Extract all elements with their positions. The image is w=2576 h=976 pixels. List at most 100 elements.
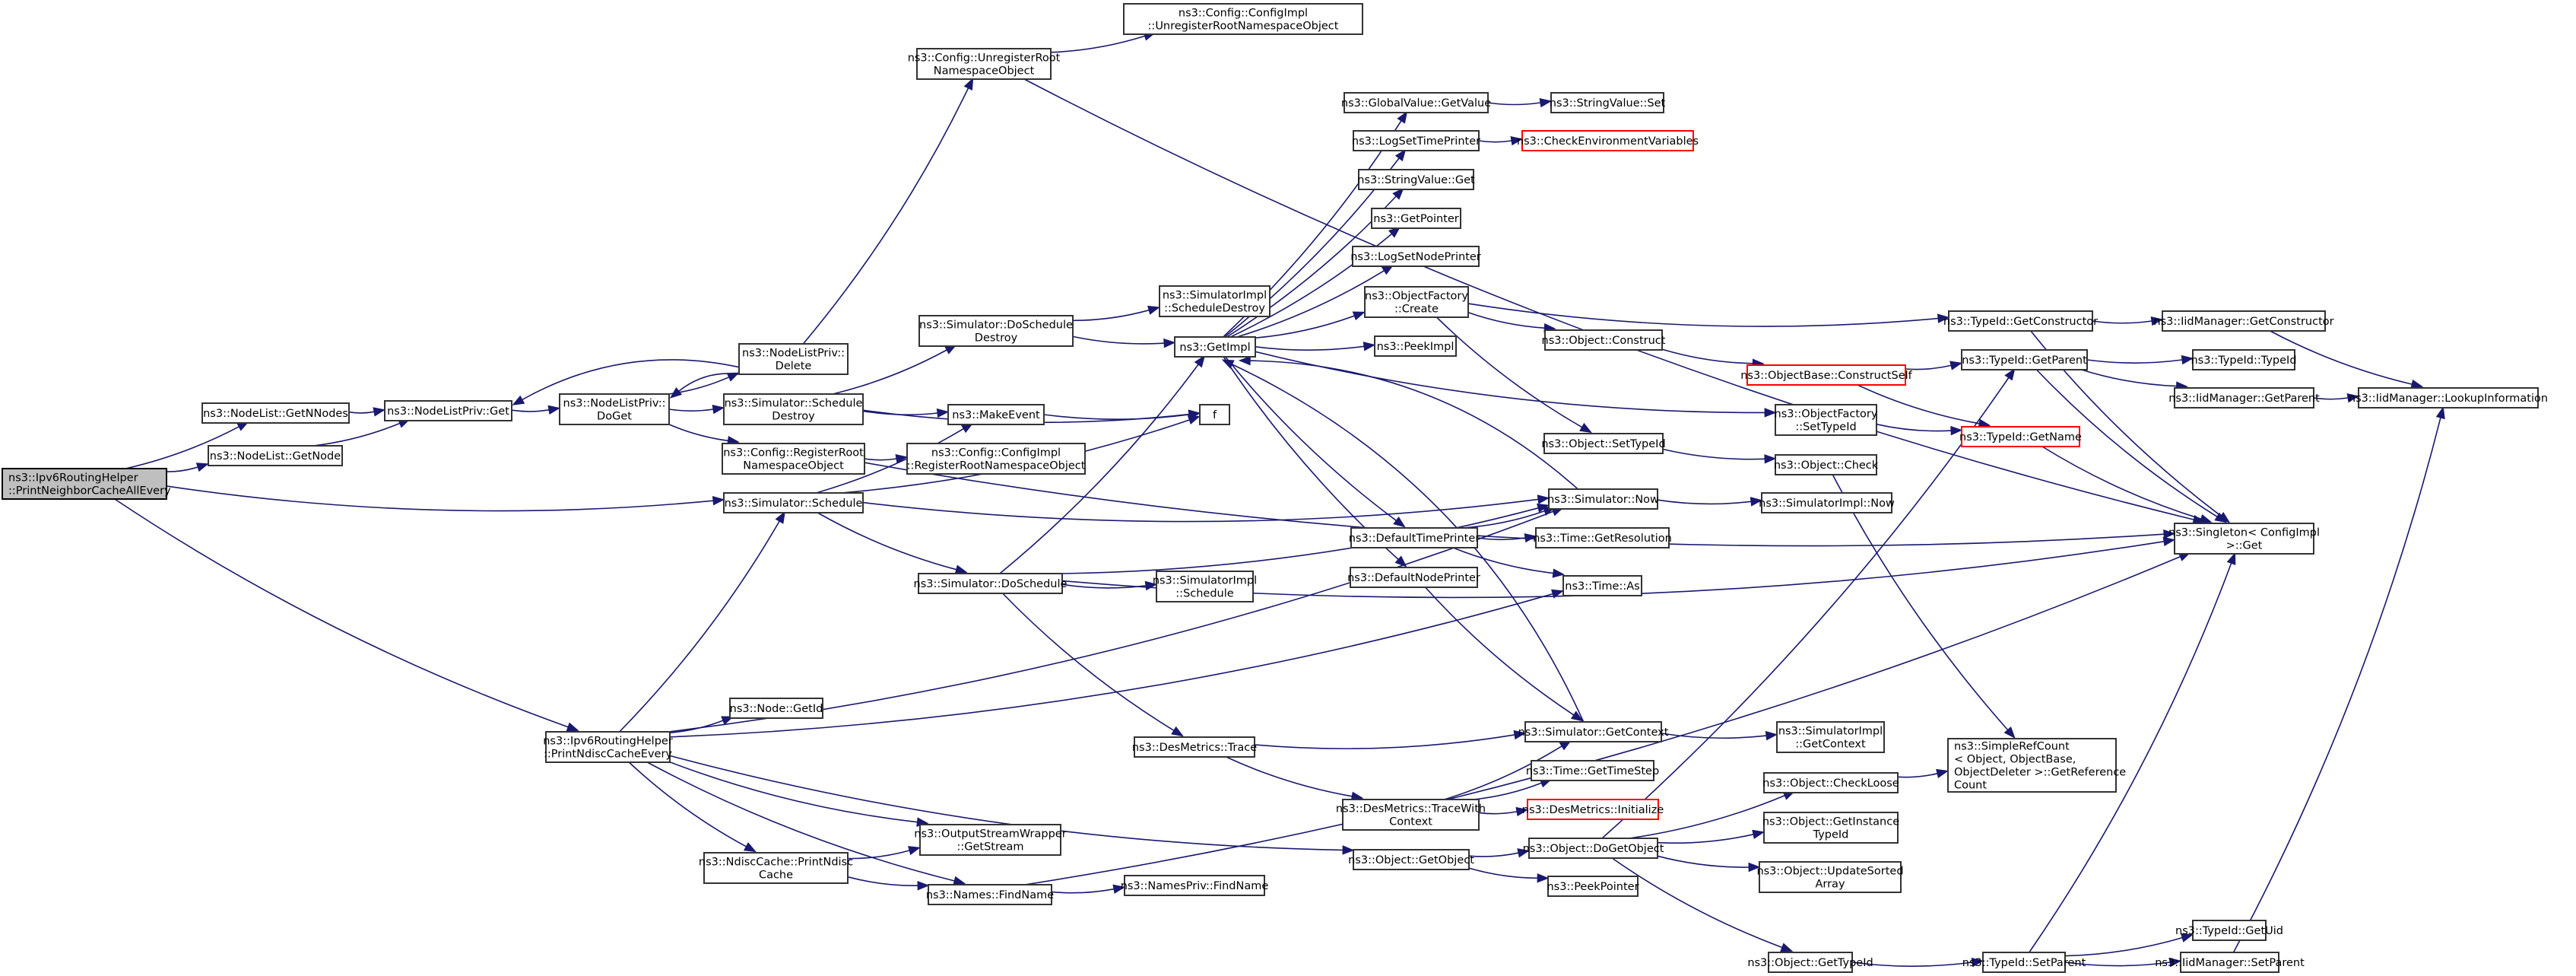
edge-line — [1601, 377, 2010, 839]
node-ns3-iidmanager-getparent[interactable]: ns3::IidManager::GetParent — [2168, 387, 2320, 409]
edge-line — [1255, 345, 1365, 351]
node-ns3-ndisccache-printndisccache[interactable]: ns3::NdiscCache::PrintNdiscCache — [699, 852, 853, 884]
node-ns3-defaulttimeprinter[interactable]: ns3::DefaultTimePrinter — [1349, 527, 1480, 548]
node-ns3-simulatorimpl-getcontext[interactable]: ns3::SimulatorImpl::GetContext — [1776, 721, 1885, 753]
node-ns3-ipv6routinghelper-printndisccacheevery[interactable]: ns3::Ipv6RoutingHelper::PrintNdiscCacheE… — [543, 731, 673, 763]
edge-line — [166, 485, 714, 512]
node-ns3-node-getid[interactable]: ns3::Node::GetId — [729, 698, 823, 719]
node-ns3-time-as[interactable]: ns3::Time::As — [1562, 575, 1642, 596]
node-ns3-simulatorimpl-schedule[interactable]: ns3::SimulatorImpl::Schedule — [1153, 571, 1257, 602]
node-ns3-simulator-doschedule[interactable]: ns3::Simulator::DoSchedule — [914, 573, 1068, 594]
node-ns3-namespriv-findname[interactable]: ns3::NamesPriv::FindName — [1121, 875, 1269, 896]
node-ns3-defaultnodeprinter[interactable]: ns3::DefaultNodePrinter — [1347, 567, 1480, 588]
node-ns3-simulatorimpl-scheduledestroy[interactable]: ns3::SimulatorImpl::ScheduleDestroy — [1159, 285, 1271, 317]
node-ns3-desmetrics-initialize[interactable]: ns3::DesMetrics::Initialize — [1522, 799, 1664, 820]
node-ns3-ipv6routinghelper-printneighborcacheallevery[interactable]: ns3::Ipv6RoutingHelper::PrintNeighborCac… — [2, 468, 171, 500]
node-ns3-time-getresolution[interactable]: ns3::Time::GetResolution — [1533, 527, 1672, 548]
arrowhead-icon — [712, 404, 725, 415]
node-ns3-objectbase-constructself[interactable]: ns3::ObjectBase::ConstructSelf — [1740, 364, 1913, 386]
node-ns3-getimpl[interactable]: ns3::GetImpl — [1174, 336, 1256, 358]
node-ns3-globalvalue-getvalue[interactable]: ns3::GlobalValue::GetValue — [1341, 92, 1491, 113]
node-ns3-checkenvironmentvariables[interactable]: ns3::CheckEnvironmentVariables — [1517, 130, 1699, 151]
node-ns3-nodelistpriv-get[interactable]: ns3::NodeListPriv::Get — [384, 400, 512, 421]
node-ns3-object-settypeid[interactable]: ns3::Object::SetTypeId — [1541, 433, 1666, 454]
node-ns3-iidmanager-getconstructor[interactable]: ns3::IidManager::GetConstructor — [2153, 310, 2334, 332]
node-ns3-typeid-getparent[interactable]: ns3::TypeId::GetParent — [1961, 349, 2088, 370]
arrowhead-icon — [1570, 711, 1584, 722]
node-ns3-simulatorimpl-now[interactable]: ns3::SimulatorImpl::Now — [1759, 492, 1895, 513]
node-label: DoGet — [597, 411, 632, 423]
node-label: ns3::Object::UpdateSorted — [1756, 866, 1903, 878]
node-ns3-simulator-scheduledestroy[interactable]: ns3::Simulator::ScheduleDestroy — [723, 393, 864, 425]
node-box — [906, 443, 1086, 475]
node-box — [201, 402, 350, 424]
edge-doschedule-to-getimpl — [999, 354, 1206, 574]
node-label: ::SetTypeId — [1795, 421, 1856, 434]
node-ns3-nodelistpriv-doget[interactable]: ns3::NodeListPriv::DoGet — [559, 393, 670, 425]
node-ns3-peekimpl[interactable]: ns3::PeekImpl — [1374, 335, 1457, 357]
node-ns3-object-construct[interactable]: ns3::Object::Construct — [1542, 329, 1666, 351]
node-ns3-object-checkloose[interactable]: ns3::Object::CheckLoose — [1762, 772, 1899, 793]
node-ns3-logsettimeprinter[interactable]: ns3::LogSetTimePrinter — [1352, 130, 1480, 151]
edge-nlpdelete-to-nlpdoget — [669, 373, 740, 399]
edge-line — [1487, 102, 1541, 106]
node-ns3-typeid-getconstructor[interactable]: ns3::TypeId::GetConstructor — [1943, 310, 2098, 332]
edge-doschedule-to-implschedule — [1061, 580, 1158, 591]
node-ns3-object-check[interactable]: ns3::Object::Check — [1774, 454, 1879, 475]
node-ns3-objectfactory-settypeid[interactable]: ns3::ObjectFactory::SetTypeId — [1775, 404, 1878, 436]
node-ns3-typeid-getname[interactable]: ns3::TypeId::GetName — [1959, 426, 2082, 447]
node-ns3-config-configimpl-unregisterrootnamespaceobject[interactable]: ns3::Config::ConfigImpl::UnregisterRootN… — [1123, 3, 1363, 35]
node-ns3-makeevent[interactable]: ns3::MakeEvent — [947, 404, 1045, 425]
edge-tidgetparent-to-singleton — [2035, 369, 2228, 523]
node-ns3-logsetnodeprinter[interactable]: ns3::LogSetNodePrinter — [1350, 246, 1481, 267]
node-ns3-outputstreamwrapper-getstream[interactable]: ns3::OutputStreamWrapper::GetStream — [914, 824, 1067, 856]
node-ns3-stringvalue-get[interactable]: ns3::StringValue::Get — [1357, 169, 1475, 190]
node-ns3-object-gettypeid[interactable]: ns3::Object::GetTypeId — [1747, 952, 1873, 973]
node-ns3-getpointer[interactable]: ns3::GetPointer — [1371, 208, 1461, 229]
node-ns3-typeid-getuid[interactable]: ns3::TypeId::GetUid — [2175, 920, 2283, 941]
edge-findname-to-privfindname — [1051, 884, 1126, 894]
node-f[interactable]: f — [1199, 404, 1230, 425]
node-ns3-simulator-schedule[interactable]: ns3::Simulator::Schedule — [723, 492, 864, 513]
node-ns3-iidmanager-setparent[interactable]: ns3::IidManager::SetParent — [2155, 952, 2305, 973]
node-ns3-time-gettimestep[interactable]: ns3::Time::GetTimeStep — [1526, 760, 1659, 781]
node-ns3-typeid-setparent[interactable]: ns3::TypeId::SetParent — [1962, 952, 2086, 973]
node-ns3-config-unregisterrootnamespaceobject[interactable]: ns3::Config::UnregisterRootNamespaceObje… — [908, 48, 1061, 80]
edge-line — [313, 422, 401, 447]
arrowhead-icon — [1394, 148, 1407, 162]
node-label: ns3::NdiscCache::PrintNdisc — [699, 857, 853, 869]
node-ns3-simulator-now[interactable]: ns3::Simulator::Now — [1547, 488, 1659, 510]
node-ns3-nodelist-getnnodes[interactable]: ns3::NodeList::GetNNodes — [201, 402, 350, 424]
arrowhead-icon — [963, 77, 974, 91]
node-ns3-iidmanager-lookupinformation[interactable]: ns3::IidManager::LookupInformation — [2349, 387, 2548, 409]
nodes-layer: ns3::Ipv6RoutingHelper::PrintNeighborCac… — [2, 3, 2548, 973]
node-label: ::PrintNdiscCacheEvery — [544, 749, 672, 761]
node-label: ns3::TypeId::GetUid — [2175, 925, 2283, 937]
node-ns3-peekpointer[interactable]: ns3::PeekPointer — [1547, 876, 1639, 897]
node-ns3-simulator-getcontext[interactable]: ns3::Simulator::GetContext — [1518, 721, 1669, 742]
node-ns3-nodelistpriv-delete[interactable]: ns3::NodeListPriv::Delete — [738, 343, 849, 375]
node-ns3-stringvalue-set[interactable]: ns3::StringValue::Set — [1550, 92, 1666, 113]
node-ns3-typeid-typeid[interactable]: ns3::TypeId::TypeId — [2191, 349, 2297, 370]
node-label: ns3::Time::GetTimeStep — [1526, 765, 1659, 777]
node-label: ::UnregisterRootNamespaceObject — [1148, 21, 1339, 33]
node-label: ns3::NodeListPriv::Get — [387, 405, 509, 418]
node-label: ns3::Time::GetResolution — [1533, 533, 1672, 545]
node-ns3-names-findname[interactable]: ns3::Names::FindName — [926, 884, 1054, 905]
node-ns3-desmetrics-trace[interactable]: ns3::DesMetrics::Trace — [1132, 736, 1257, 758]
node-ns3-nodelist-getnode[interactable]: ns3::NodeList::GetNode — [208, 445, 343, 466]
node-ns3-object-getobject[interactable]: ns3::Object::GetObject — [1348, 849, 1474, 870]
node-ns3-objectfactory-create[interactable]: ns3::ObjectFactory::Create — [1364, 286, 1469, 318]
edge-line — [646, 761, 955, 882]
node-ns3-config-registerrootnamespaceobject[interactable]: ns3::Config::RegisterRootNamespaceObject — [722, 443, 865, 475]
node-ns3-simplerefcount-object-objectbase-objectdeleter-getreferencecount[interactable]: ns3::SimpleRefCount< Object, ObjectBase,… — [1947, 738, 2126, 793]
node-ns3-object-dogetobject[interactable]: ns3::Object::DoGetObject — [1523, 838, 1664, 859]
node-label: ns3::Object::GetInstance — [1762, 816, 1899, 828]
node-ns3-singleton-configimpl-get[interactable]: ns3::Singleton< ConfigImpl>::Get — [2168, 523, 2320, 555]
node-ns3-config-configimpl-registerrootnamespaceobject[interactable]: ns3::Config::ConfigImpl::RegisterRootNam… — [906, 443, 1086, 475]
arrowhead-icon — [1551, 589, 1564, 599]
